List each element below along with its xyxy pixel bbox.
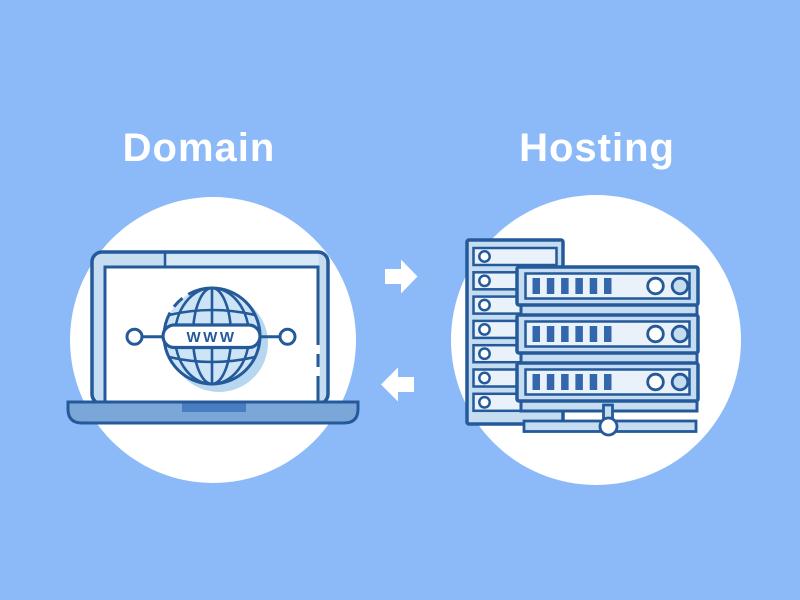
laptop-lid-strip <box>166 254 319 266</box>
globe-parallel-top <box>168 308 256 317</box>
arrow-left-icon <box>381 367 414 402</box>
server-rack-icon <box>465 238 700 437</box>
right-title: Hosting <box>519 126 675 170</box>
laptop-base <box>66 400 360 425</box>
www-node-left <box>125 327 144 346</box>
screen-border-gap <box>315 367 320 376</box>
server-unit <box>515 313 700 365</box>
laptop-base-notch <box>182 403 246 412</box>
screen-border-gap <box>315 345 320 354</box>
left-title: Domain <box>123 126 276 170</box>
laptop-globe-icon: WWW <box>66 250 360 425</box>
arrow-right-icon <box>385 259 418 294</box>
www-pill <box>161 323 262 350</box>
www-node-right <box>278 327 297 346</box>
www-globe-icon: WWW <box>125 286 297 392</box>
stand-node <box>598 416 619 437</box>
www-label: WWW <box>187 329 237 346</box>
server-unit <box>515 265 700 317</box>
globe-parallel-bottom <box>168 355 256 364</box>
tower-slot <box>472 246 558 267</box>
